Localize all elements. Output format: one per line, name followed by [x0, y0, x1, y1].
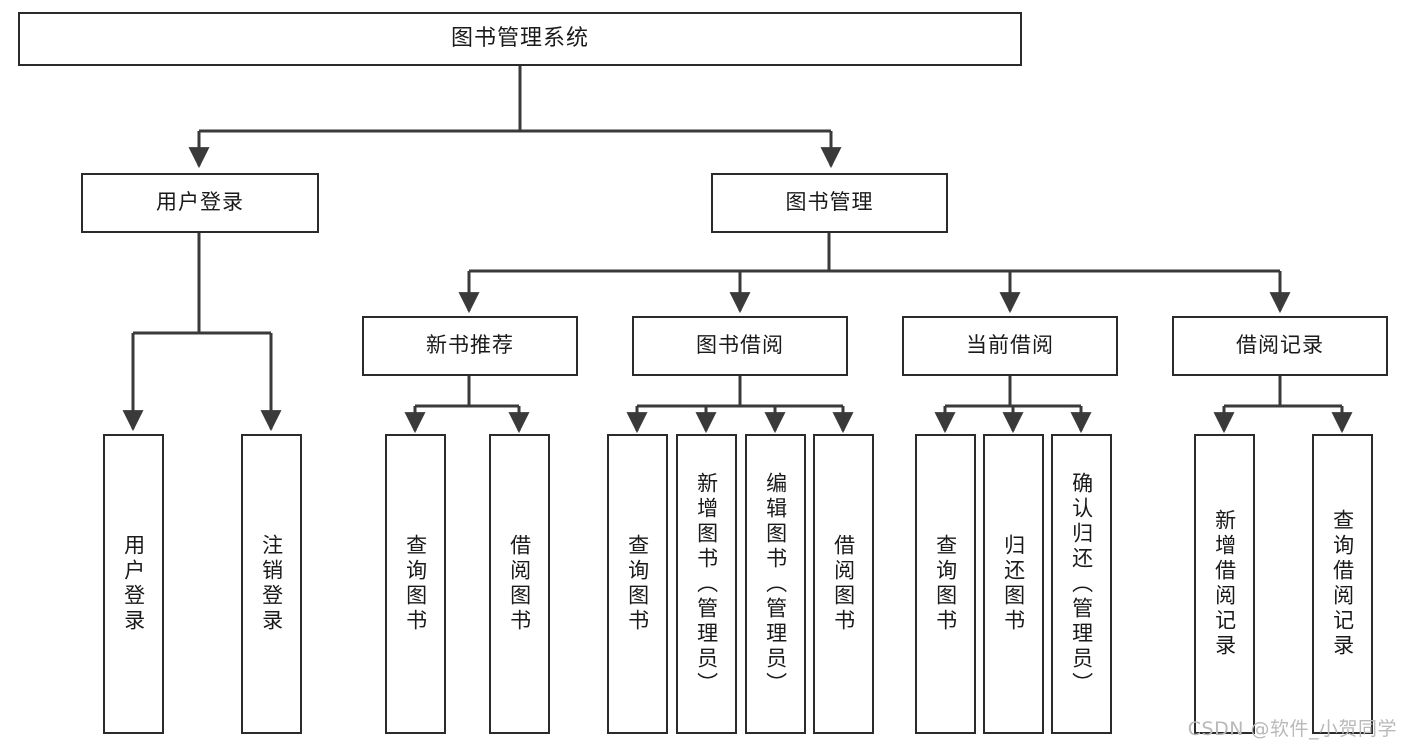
node-label: 用户登录: [156, 190, 244, 215]
node-label: 查询图书: [403, 534, 428, 634]
node-borrow-record[interactable]: 借阅记录: [1172, 316, 1388, 376]
node-label: 查询借阅记录: [1330, 509, 1355, 659]
node-label: 新增图书（管理员）: [694, 471, 719, 697]
node-label: 借阅图书: [831, 534, 856, 634]
node-label: 借阅图书: [507, 534, 532, 634]
node-label: 图书管理: [785, 190, 874, 215]
node-label: 归还图书: [1001, 534, 1026, 634]
leaf-borrow-record-query[interactable]: 查询借阅记录: [1312, 434, 1373, 734]
leaf-current-borrow-query[interactable]: 查询图书: [915, 434, 976, 734]
node-label: 查询图书: [625, 534, 650, 634]
leaf-book-borrow-borrow[interactable]: 借阅图书: [813, 434, 874, 734]
node-label: 借阅记录: [1236, 333, 1324, 358]
leaf-book-borrow-query[interactable]: 查询图书: [607, 434, 668, 734]
node-current-borrow[interactable]: 当前借阅: [902, 316, 1118, 376]
leaf-book-borrow-edit[interactable]: 编辑图书（管理员）: [745, 434, 806, 734]
leaf-new-book-borrow[interactable]: 借阅图书: [489, 434, 550, 734]
node-book-borrow[interactable]: 图书借阅: [632, 316, 848, 376]
edges-new-book: [404, 376, 530, 434]
leaf-user-login-login[interactable]: 用户登录: [103, 434, 164, 734]
node-root-system[interactable]: 图书管理系统: [18, 12, 1022, 66]
leaf-book-borrow-add[interactable]: 新增图书（管理员）: [676, 434, 737, 734]
node-label: 确认归还（管理员）: [1069, 471, 1094, 697]
node-label: 注销登录: [259, 534, 284, 634]
leaf-current-borrow-confirm-return[interactable]: 确认归还（管理员）: [1051, 434, 1112, 734]
edges-borrow-record: [1213, 376, 1353, 434]
node-label: 新增借阅记录: [1212, 509, 1237, 659]
edges-root: [188, 66, 842, 169]
leaf-new-book-query[interactable]: 查询图书: [385, 434, 446, 734]
node-label: 编辑图书（管理员）: [763, 471, 788, 697]
leaf-current-borrow-return[interactable]: 归还图书: [983, 434, 1044, 734]
node-label: 当前借阅: [966, 333, 1054, 358]
node-new-book-recommend[interactable]: 新书推荐: [362, 316, 578, 376]
node-label: 新书推荐: [426, 333, 514, 358]
edges-book-borrow: [626, 376, 854, 434]
leaf-user-login-logout[interactable]: 注销登录: [241, 434, 302, 734]
edges-book-management: [458, 233, 1291, 314]
node-label: 图书管理系统: [450, 25, 589, 51]
node-label: 用户登录: [121, 534, 146, 634]
leaf-borrow-record-add[interactable]: 新增借阅记录: [1194, 434, 1255, 734]
edges-current-borrow: [934, 376, 1092, 434]
node-label: 查询图书: [933, 534, 958, 634]
node-book-management[interactable]: 图书管理: [711, 173, 948, 233]
node-label: 图书借阅: [696, 333, 784, 358]
edges-user-login: [122, 233, 282, 432]
csdn-watermark: CSDN @软件_小贺同学: [1187, 718, 1397, 740]
node-user-login[interactable]: 用户登录: [81, 173, 319, 233]
